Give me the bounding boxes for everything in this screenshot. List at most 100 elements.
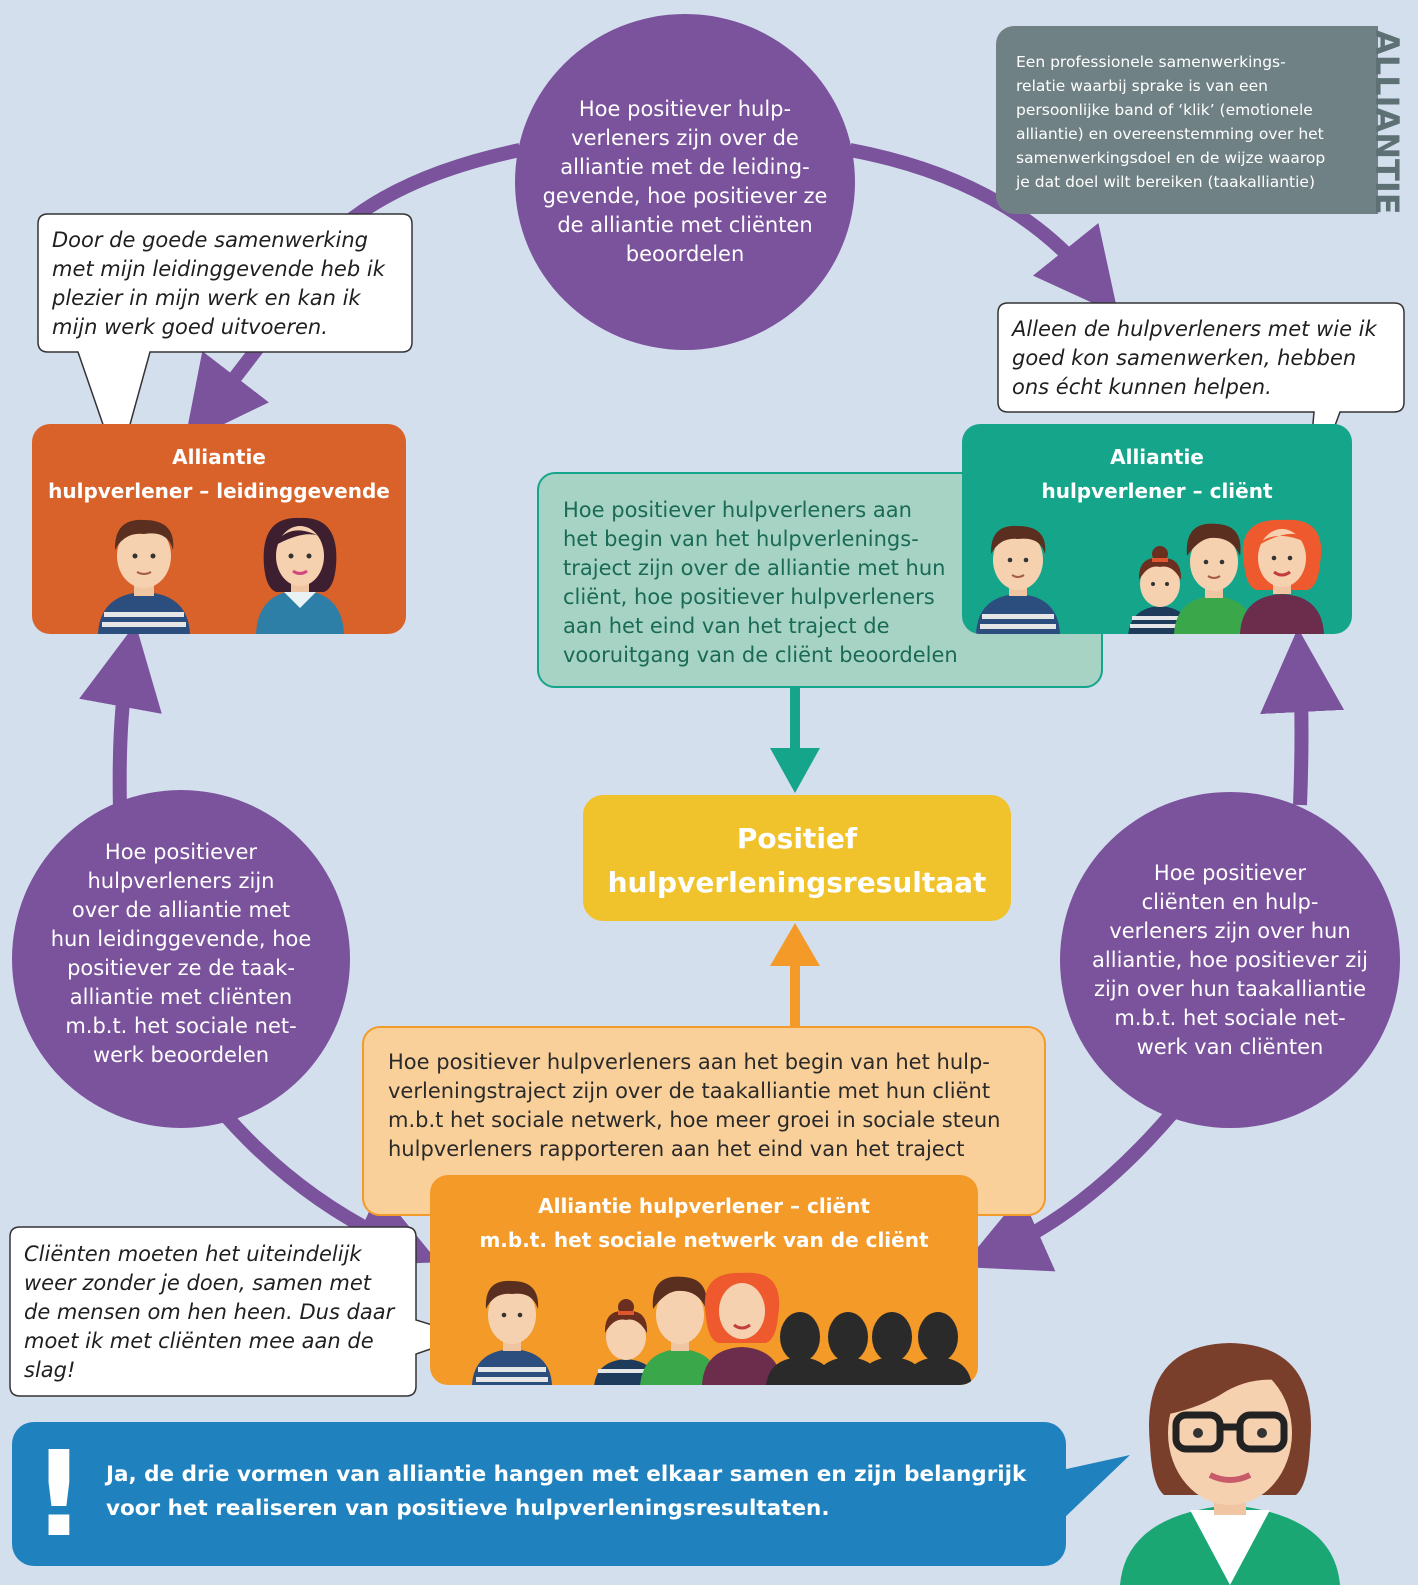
finding-line: Hoe positiever hulpverleners aan bbox=[563, 498, 912, 522]
quote-line: met mijn leidinggevende heb ik bbox=[52, 257, 385, 281]
box-title-line: m.b.t. het sociale netwerk van de cliënt bbox=[479, 1228, 929, 1252]
circle-line: positiever ze de taak- bbox=[67, 956, 295, 980]
narrator-avatar bbox=[1120, 1343, 1340, 1585]
result-line: hulpverleningsresultaat bbox=[607, 866, 987, 899]
avatar-redhead bbox=[702, 1272, 782, 1385]
quote-line: weer zonder je doen, samen met bbox=[24, 1271, 372, 1295]
definition-card: Een professionele samenwerkings- relatie… bbox=[996, 26, 1378, 214]
banner-text: Ja, de drie vormen van alliantie hangen … bbox=[106, 1458, 1026, 1526]
bubble-network bbox=[9, 1226, 471, 1397]
circle-line: m.b.t. het sociale net- bbox=[1114, 1005, 1346, 1030]
avatar-teen bbox=[1174, 523, 1254, 634]
result-box: Positief hulpverleningsresultaat bbox=[583, 795, 1011, 921]
definition-line: alliantie) en overeenstemming over het bbox=[1016, 125, 1324, 143]
avatar-male bbox=[98, 519, 190, 634]
circle-line: Hoe positiever bbox=[1153, 860, 1307, 885]
circle-top: Hoe positiever hulp- verleners zijn over… bbox=[515, 14, 855, 350]
silhouette-group bbox=[766, 1312, 972, 1385]
quote-line: slag! bbox=[24, 1358, 76, 1382]
circle-line: m.b.t. het sociale net- bbox=[65, 1014, 297, 1038]
silhouette-person bbox=[904, 1312, 972, 1385]
quote-line: ons écht kunnen helpen. bbox=[1012, 375, 1272, 399]
circle-line: Hoe positiever bbox=[104, 840, 258, 864]
circle-left-text: Hoe positiever hulpverleners zijn over d… bbox=[51, 838, 312, 1070]
circle-line: Hoe positiever hulp- bbox=[578, 97, 792, 121]
definition-line: relatie waarbij sprake is van een bbox=[1016, 77, 1268, 95]
circle-line: verleners zijn over hun bbox=[1109, 918, 1351, 943]
banner-line: Ja, de drie vormen van alliantie hangen … bbox=[106, 1462, 1027, 1487]
finding-client-text: Hoe positiever hulpverleners aan het beg… bbox=[563, 496, 958, 670]
circle-line: alliantie, hoe positiever zij bbox=[1092, 947, 1368, 972]
avatar-male bbox=[472, 1280, 552, 1385]
finding-line: Hoe positiever hulpverleners aan het beg… bbox=[388, 1050, 990, 1074]
definition-line: persoonlijke band of ‘klik’ (emotionele bbox=[1016, 101, 1313, 119]
box-title: Alliantie hulpverlener – cliënt bbox=[962, 440, 1352, 508]
circle-line: beoordelen bbox=[625, 242, 745, 266]
arrow-left-up bbox=[79, 623, 162, 811]
circle-right-text: Hoe positiever cliënten en hulp- verlene… bbox=[1092, 859, 1368, 1062]
arrow-orange-head bbox=[770, 923, 820, 966]
box-title: Alliantie hulpverlener – leidinggevende bbox=[32, 440, 406, 508]
quote-line: goed kon samenwerken, hebben bbox=[1012, 346, 1357, 370]
avatar-girl bbox=[1128, 546, 1192, 634]
circle-line: alliantie met cliënten bbox=[69, 985, 293, 1009]
banner-line: voor het realiseren van positieve hulpve… bbox=[106, 1496, 830, 1521]
bubble-manager bbox=[37, 213, 413, 471]
quote-line: plezier in mijn werk en kan ik bbox=[52, 286, 361, 310]
avatar-male bbox=[976, 525, 1060, 634]
finding-line: vooruitgang van de cliënt beoordelen bbox=[563, 643, 958, 667]
arrow-right-down bbox=[961, 1105, 1181, 1272]
finding-line: cliënt, hoe positiever hulpverleners bbox=[563, 585, 935, 609]
quote-client: Alleen de hulpverleners met wie ik goed … bbox=[1012, 315, 1377, 402]
box-title-line: Alliantie bbox=[172, 445, 266, 469]
circle-line: de alliantie met cliënten bbox=[557, 213, 813, 237]
result-text: Positief hulpverleningsresultaat bbox=[583, 817, 1011, 905]
finding-line: aan het eind van het traject de bbox=[563, 614, 890, 638]
circle-left: Hoe positiever hulpverleners zijn over d… bbox=[12, 790, 350, 1128]
circle-line: verleners zijn over de bbox=[571, 126, 799, 150]
box-title-line: hulpverlener – cliënt bbox=[1041, 479, 1273, 503]
people-client bbox=[976, 519, 1324, 634]
circle-line: hun leidinggevende, hoe bbox=[50, 927, 312, 951]
avatar-girl bbox=[594, 1299, 658, 1385]
quote-line: Alleen de hulpverleners met wie ik bbox=[1012, 317, 1377, 341]
finding-line: hulpverleners rapporteren aan het eind v… bbox=[388, 1137, 965, 1161]
quote-line: de mensen om hen heen. Dus daar bbox=[24, 1300, 395, 1324]
conclusion-banner: ! Ja, de drie vormen van alliantie hange… bbox=[12, 1422, 1066, 1566]
circle-line: werk van cliënten bbox=[1136, 1034, 1324, 1059]
quote-line: Cliënten moeten het uiteindelijk bbox=[24, 1242, 362, 1266]
circle-line: over de alliantie met bbox=[71, 898, 291, 922]
circle-line: hulpverleners zijn bbox=[87, 869, 275, 893]
definition-line: samenwerkingsdoel en de wijze waarop bbox=[1016, 149, 1326, 167]
glasses-icon bbox=[1172, 1411, 1288, 1453]
box-alliance-manager: Alliantie hulpverlener – leidinggevende bbox=[32, 424, 406, 634]
exclamation-icon: ! bbox=[32, 1425, 86, 1563]
finding-line: het begin van het hulpverlenings- bbox=[563, 527, 919, 551]
avatar-redhead bbox=[1240, 519, 1324, 634]
circle-line: alliantie met de leiding- bbox=[560, 155, 810, 179]
avatar-teen bbox=[640, 1276, 720, 1385]
circle-right: Hoe positiever cliënten en hulp- verlene… bbox=[1060, 792, 1400, 1128]
people-network bbox=[472, 1272, 972, 1385]
people-manager bbox=[98, 517, 344, 634]
finding-network-text: Hoe positiever hulpverleners aan het beg… bbox=[388, 1048, 1001, 1164]
quote-line: mijn werk goed uitvoeren. bbox=[52, 315, 328, 339]
definition-label: ALLIANTIE bbox=[1368, 30, 1406, 215]
box-alliance-network: Alliantie hulpverlener – cliënt m.b.t. h… bbox=[430, 1175, 978, 1385]
definition-line: Een professionele samenwerkings- bbox=[1016, 53, 1286, 71]
quote-line: moet ik met cliënten mee aan de bbox=[24, 1329, 374, 1353]
arrow-teal-head bbox=[770, 748, 820, 793]
circle-top-text: Hoe positiever hulp- verleners zijn over… bbox=[543, 95, 828, 269]
finding-line: m.b.t het sociale netwerk, hoe meer groe… bbox=[388, 1108, 1001, 1132]
quote-manager: Door de goede samenwerking met mijn leid… bbox=[52, 226, 385, 342]
arrow-down-to-manager bbox=[184, 340, 269, 444]
result-line: Positief bbox=[736, 822, 858, 855]
box-title-line: hulpverlener – leidinggevende bbox=[48, 479, 390, 503]
finding-line: verleningstraject zijn over de taakallia… bbox=[388, 1079, 991, 1103]
quote-network: Cliënten moeten het uiteindelijk weer zo… bbox=[24, 1240, 394, 1385]
arrow-teal-shaft bbox=[790, 688, 800, 752]
finding-line: traject zijn over de alliantie met hun bbox=[563, 556, 946, 580]
circle-line: gevende, hoe positiever ze bbox=[542, 184, 828, 208]
